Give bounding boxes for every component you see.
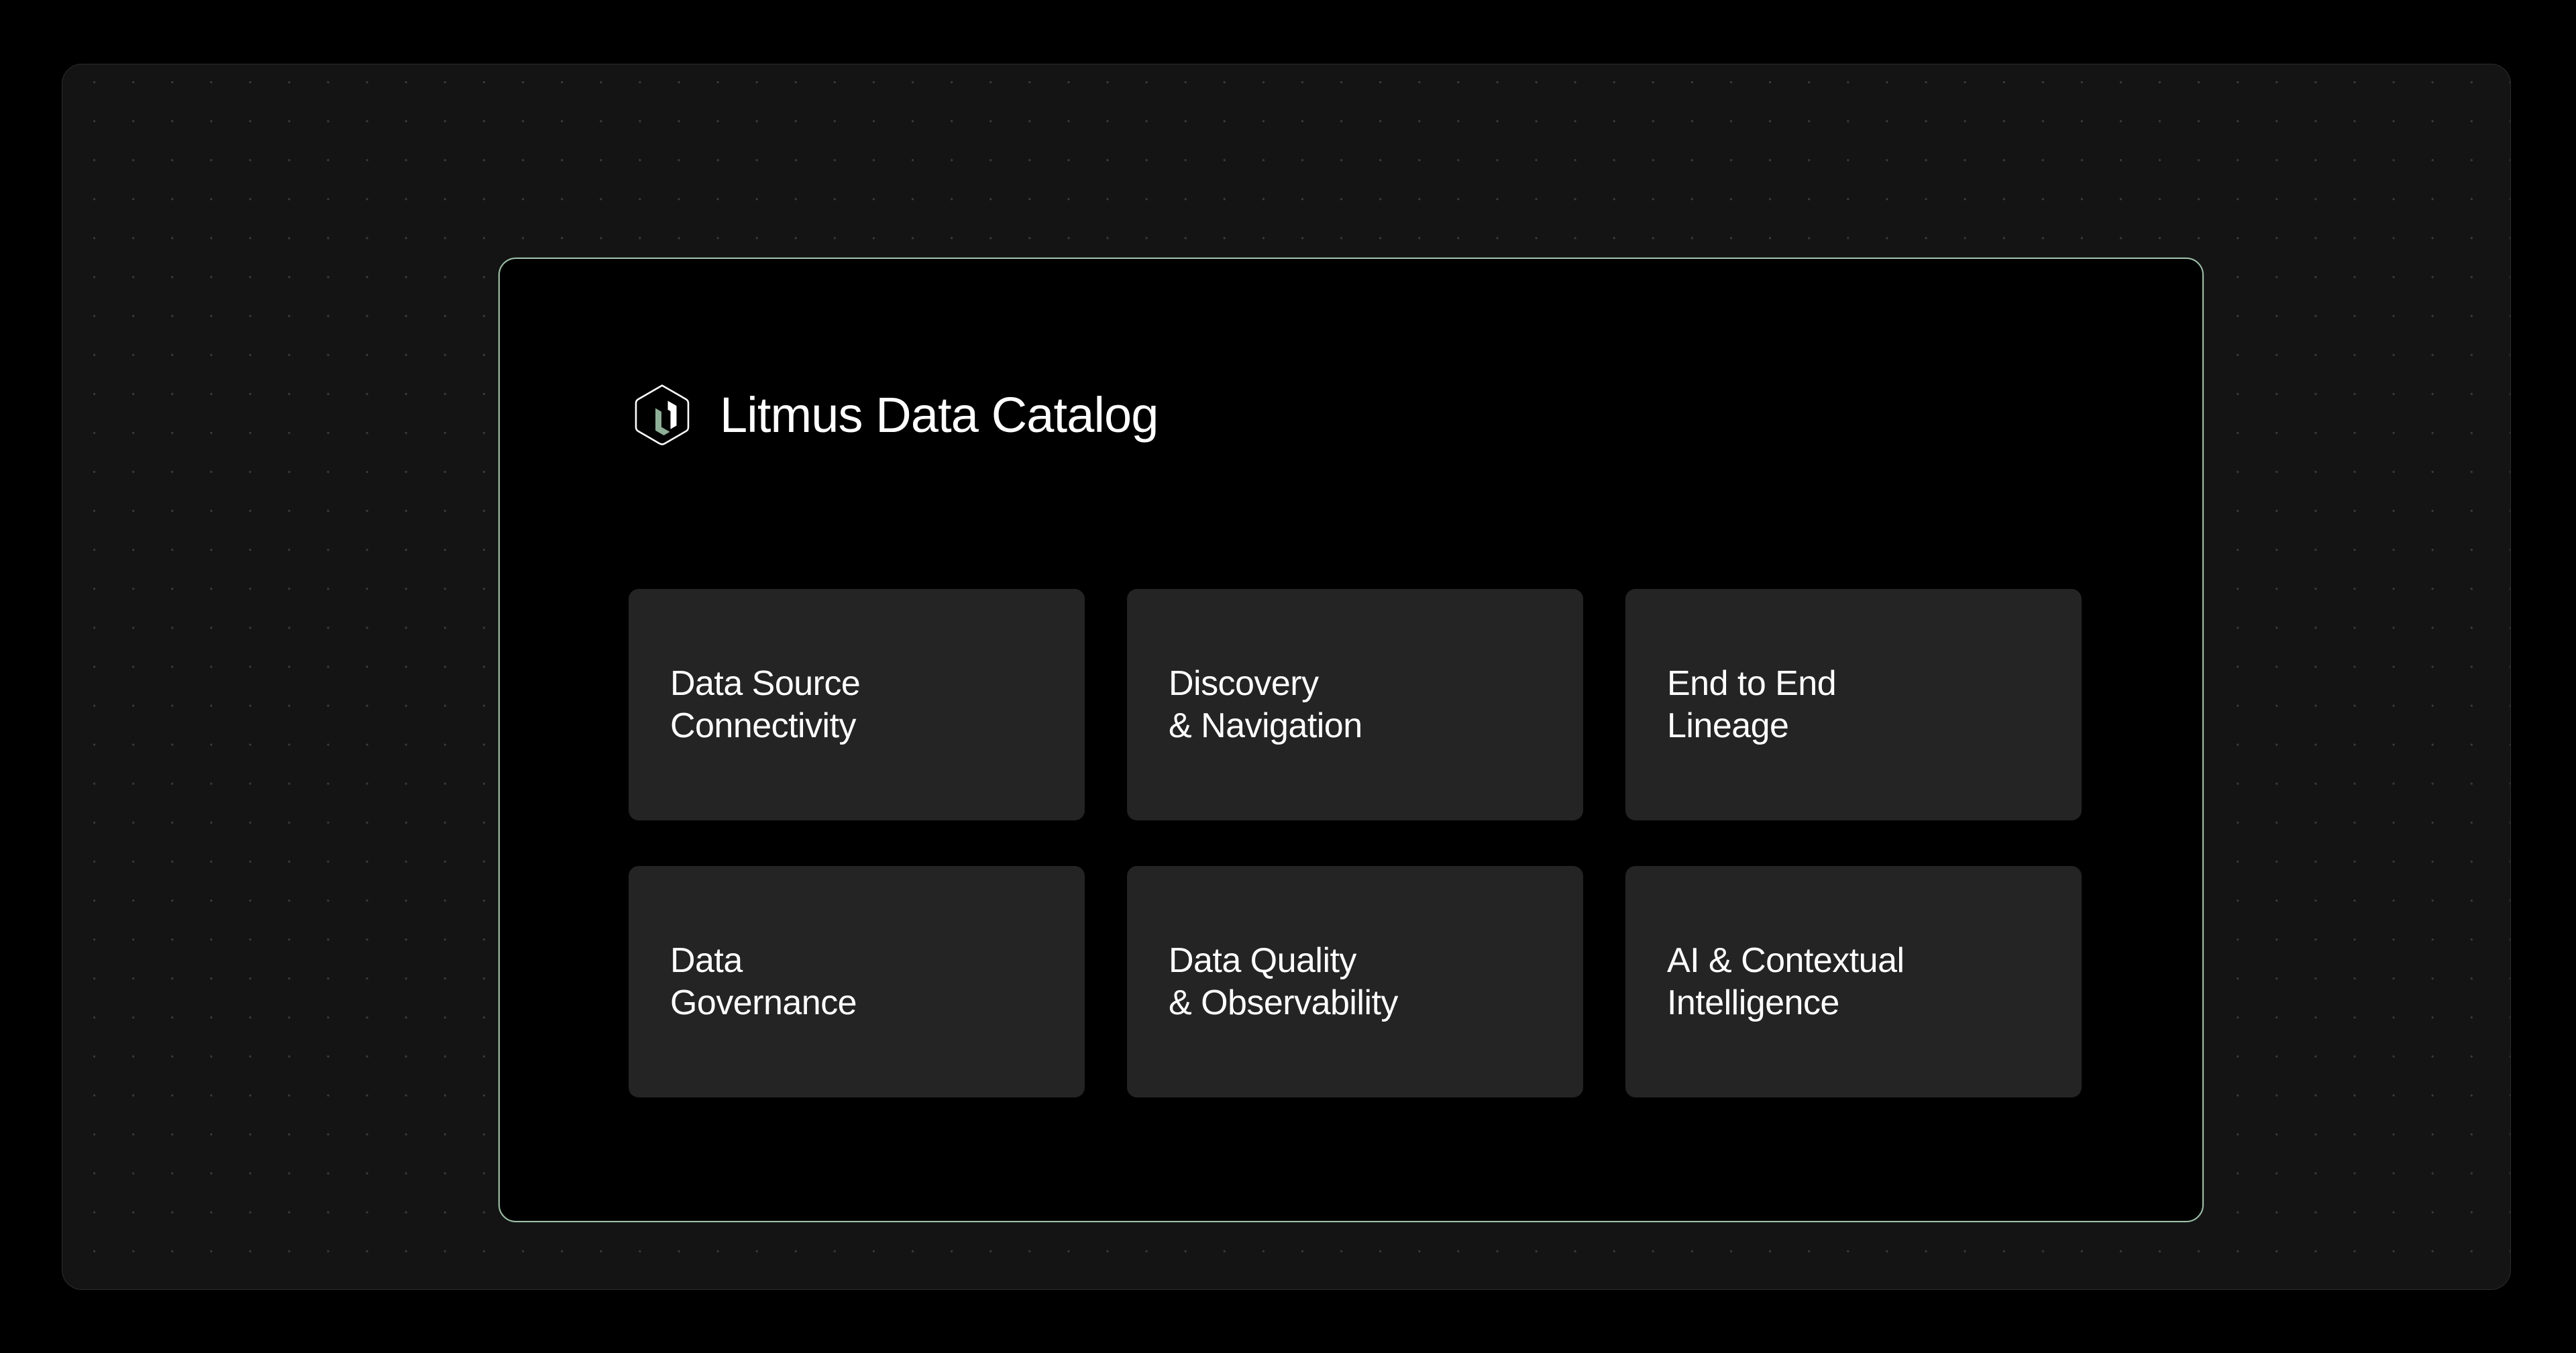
brand-row: Litmus Data Catalog (634, 384, 1159, 447)
litmus-hexagon-logo-icon (635, 384, 690, 445)
litmus-data-catalog-panel: Litmus Data Catalog Data Source Connecti… (498, 258, 2204, 1222)
feature-card-data-governance[interactable]: Data Governance (629, 866, 1085, 1097)
feature-card-ai-and-contextual-intelligence[interactable]: AI & Contextual Intelligence (1625, 866, 2082, 1097)
feature-card-grid: Data Source Connectivity Discovery & Nav… (629, 589, 2082, 1097)
feature-card-label: Data Quality & Observability (1169, 941, 1398, 1022)
feature-card-discovery-and-navigation[interactable]: Discovery & Navigation (1127, 589, 1583, 820)
feature-card-label: Data Governance (670, 941, 857, 1022)
feature-card-label: AI & Contextual Intelligence (1667, 941, 1904, 1022)
feature-card-data-quality-and-observability[interactable]: Data Quality & Observability (1127, 866, 1583, 1097)
outer-frame-surface: Litmus Data Catalog Data Source Connecti… (62, 64, 2511, 1290)
feature-card-label: Data Source Connectivity (670, 664, 861, 745)
feature-card-label: Discovery & Navigation (1169, 664, 1362, 745)
page-title: Litmus Data Catalog (720, 387, 1159, 443)
feature-card-data-source-connectivity[interactable]: Data Source Connectivity (629, 589, 1085, 820)
feature-card-label: End to End Lineage (1667, 664, 1837, 745)
feature-card-end-to-end-lineage[interactable]: End to End Lineage (1625, 589, 2082, 820)
